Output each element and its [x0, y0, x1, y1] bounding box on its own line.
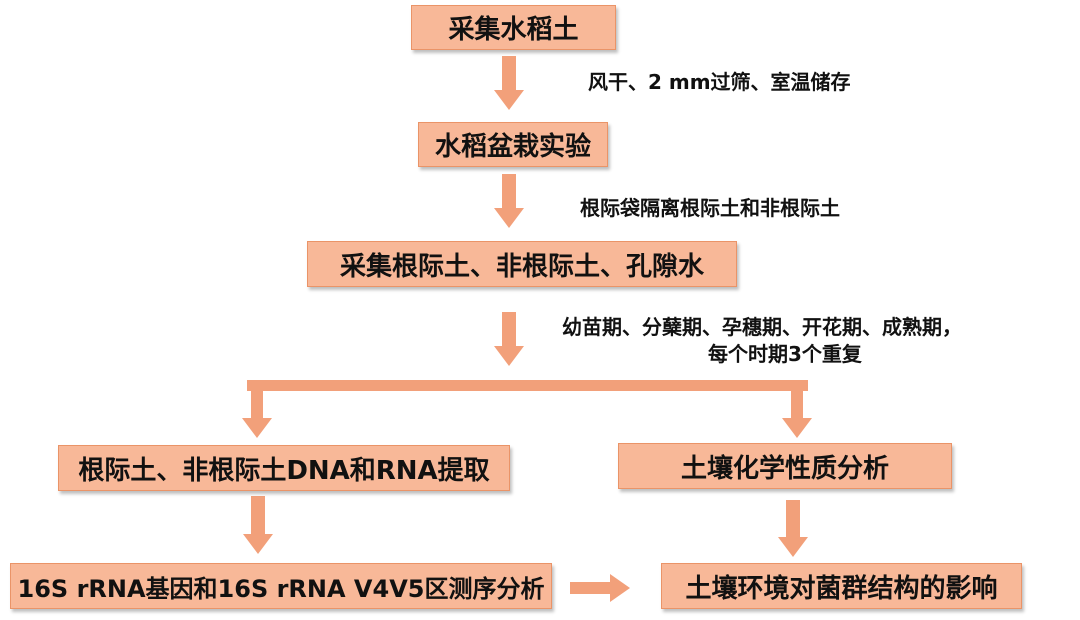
step3-note-line2: 每个时期3个重复	[708, 342, 862, 366]
pot-experiment-box: 水稻盆栽实验	[418, 122, 608, 167]
arrow-down	[242, 391, 272, 438]
arrow-down	[494, 312, 524, 366]
community-impact-box: 土壤环境对菌群结构的影响	[661, 563, 1022, 609]
arrow-down	[494, 174, 524, 228]
arrow-down	[778, 500, 808, 557]
step2-note: 根际袋隔离根际土和非根际土	[580, 196, 840, 220]
collect-samples-box: 采集根际土、非根际土、孔隙水	[307, 241, 737, 287]
step3-note-line1: 幼苗期、分蘖期、孕穗期、开花期、成熟期，	[562, 315, 962, 339]
arrow-down	[782, 391, 812, 438]
split-bar	[247, 380, 808, 391]
arrow-down	[494, 56, 524, 110]
sequencing-box: 16S rRNA基因和16S rRNA V4V5区测序分析	[10, 563, 552, 609]
arrow-right	[570, 574, 630, 602]
step1-note: 风干、2 mm过筛、室温储存	[588, 70, 851, 94]
collect-soil-box: 采集水稻土	[411, 5, 616, 50]
arrow-down	[243, 496, 273, 554]
dna-rna-extraction-box: 根际土、非根际土DNA和RNA提取	[58, 445, 510, 491]
soil-chemistry-box: 土壤化学性质分析	[618, 443, 952, 489]
